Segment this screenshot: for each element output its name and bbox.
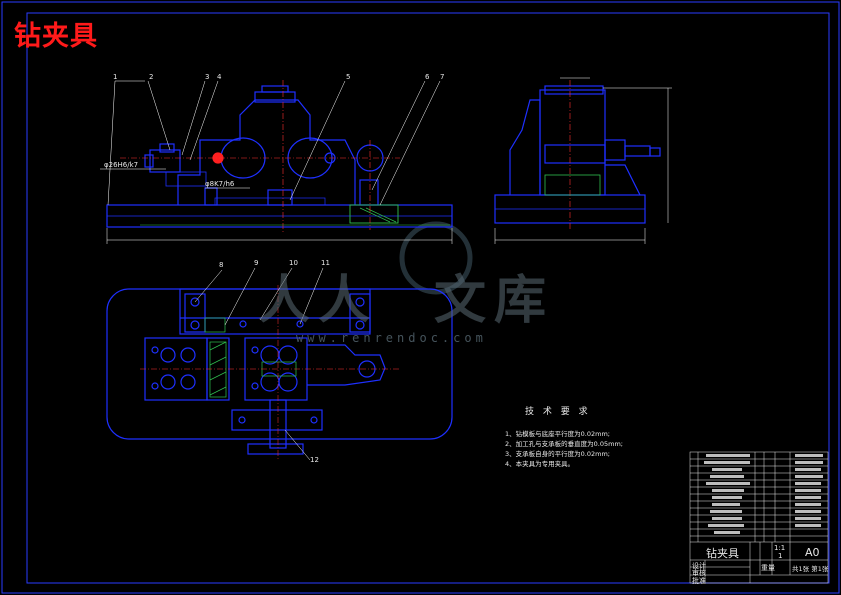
tech-note: 4、本夹具为专用夹具。 <box>505 460 575 468</box>
balloon-8: 8 <box>219 261 224 269</box>
balloon-4: 4 <box>217 73 222 81</box>
title-block-scale: 1:1 <box>774 544 786 552</box>
watermark-char-4: 库 <box>494 270 547 331</box>
tech-note: 1、钻模板与底座平行度为0.02mm; <box>505 430 610 438</box>
watermark-char-1: 人 <box>258 270 311 331</box>
fit-label-2: φ8K7/h6 <box>205 180 235 188</box>
balloon-1: 1 <box>113 73 118 81</box>
parts-list <box>689 451 829 584</box>
fit-label-1: φ26H6/k7 <box>104 161 139 169</box>
title-block-design: 设计 <box>692 562 706 570</box>
side-view <box>494 80 661 230</box>
title-block-name: 钻夹具 <box>706 547 739 560</box>
watermark-logo <box>399 221 473 295</box>
balloon-2: 2 <box>149 73 154 81</box>
title-block-count: 1 <box>778 552 783 560</box>
parts-list-rows <box>704 454 823 534</box>
title-block-check: 审核 <box>692 569 706 577</box>
front-leaders <box>100 80 441 206</box>
watermark-char-2: 人 <box>318 270 371 331</box>
balloon-9: 9 <box>254 259 259 267</box>
side-dimensions <box>494 77 672 244</box>
tech-note: 2、加工孔与支承板的垂直度为0.05mm; <box>505 440 623 448</box>
balloon-3: 3 <box>205 73 210 81</box>
balloon-11: 11 <box>321 259 330 267</box>
balloon-10: 10 <box>289 259 298 267</box>
watermark-url: www.renrendoc.com <box>296 331 487 345</box>
top-centerlines <box>140 285 400 460</box>
title-block-sheets: 共1张 第1张 <box>792 565 829 573</box>
front-dimension <box>106 228 453 244</box>
balloon-5: 5 <box>346 73 351 81</box>
balloon-12: 12 <box>310 456 319 464</box>
front-view <box>106 80 453 232</box>
tech-note: 3、支承板自身的平行度为0.02mm; <box>505 450 610 458</box>
balloon-6: 6 <box>425 73 430 81</box>
top-leaders <box>194 267 324 461</box>
inner-frame <box>26 12 830 584</box>
title-block-weight: 重量 <box>761 564 775 572</box>
title-block-approve: 批准 <box>692 577 706 585</box>
watermark-char-3: 文 <box>434 270 487 331</box>
drawing-title: 钻夹具 <box>14 21 98 52</box>
title-block-sheet-size: A0 <box>805 546 820 559</box>
balloon-7: 7 <box>440 73 445 81</box>
tech-requirements-list: 1、钻模板与底座平行度为0.02mm; 2、加工孔与支承板的垂直度为0.05mm… <box>505 429 623 469</box>
tech-requirements-heading: 技 术 要 求 <box>525 407 591 417</box>
